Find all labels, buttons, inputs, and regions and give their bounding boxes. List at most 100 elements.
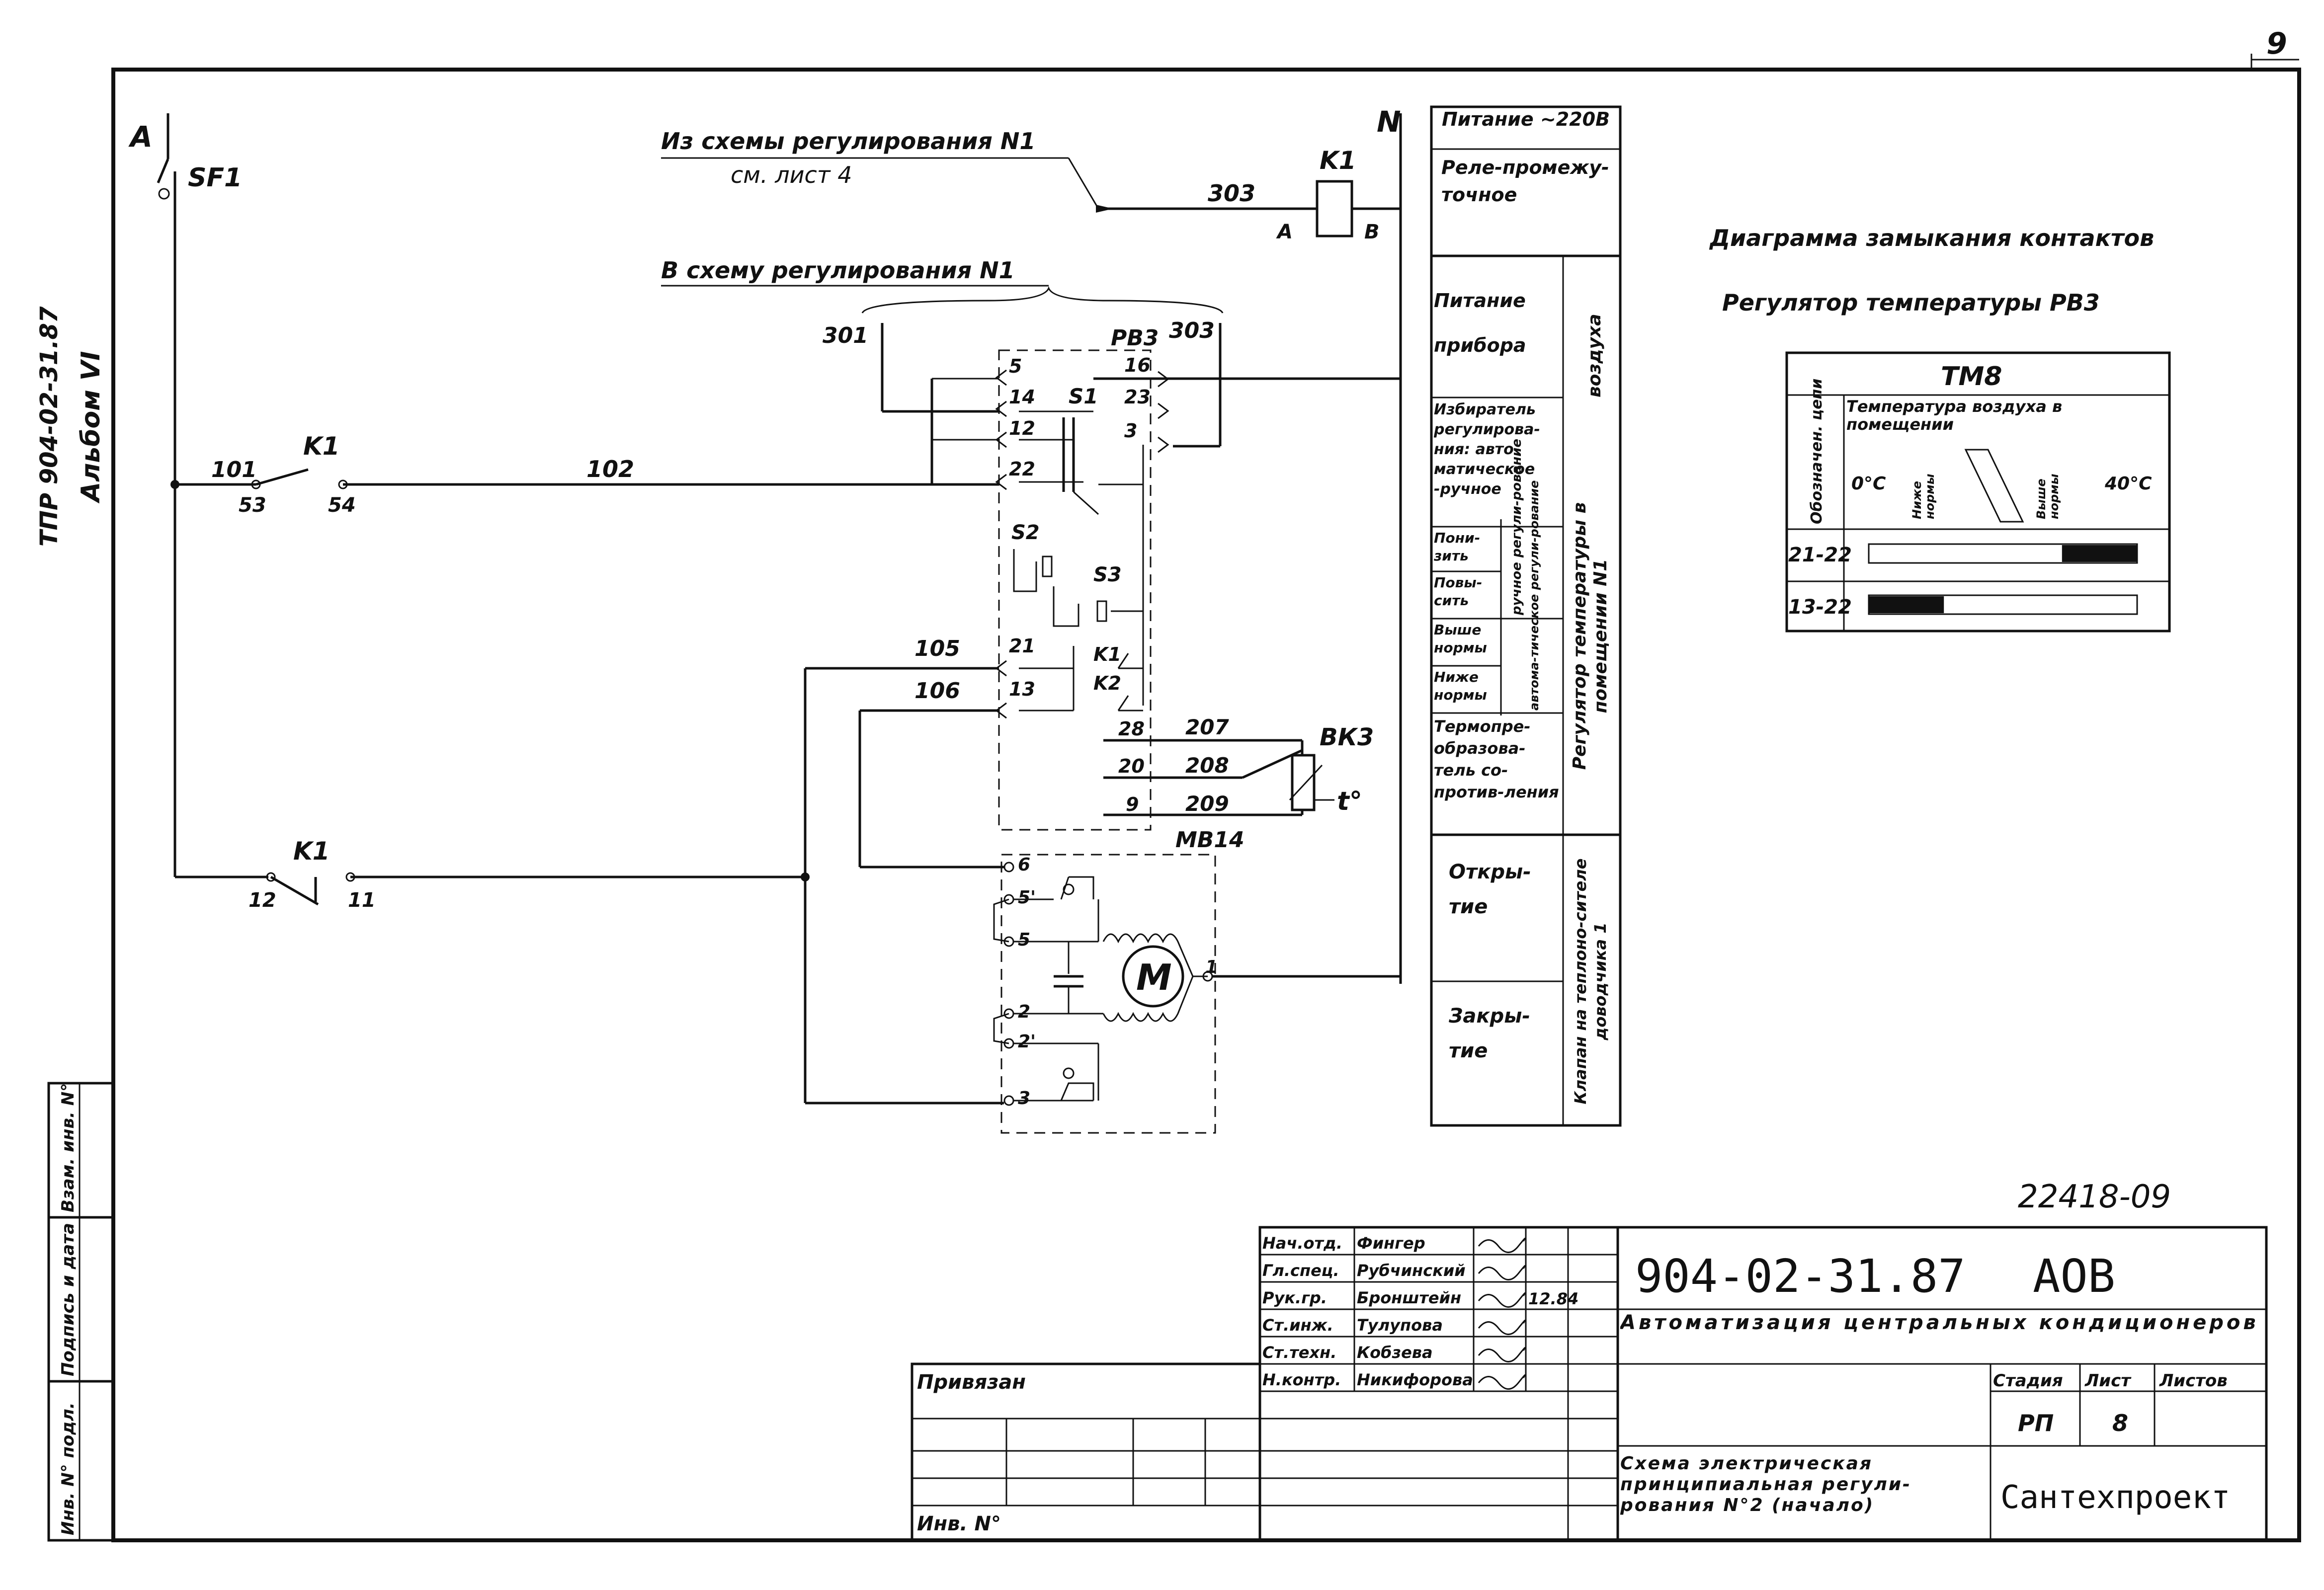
- legend-auto-label: автома-тическое регули-рование: [1527, 480, 1541, 711]
- act-terminal-5: 5: [1018, 930, 1030, 950]
- reg-terminal-14: 14: [1009, 386, 1035, 408]
- reg-terminal-23: 23: [1124, 386, 1151, 408]
- signature-scribble: [1478, 1374, 1526, 1390]
- legend-side-air: воздуха: [1584, 314, 1605, 398]
- signer-role: Ст.инж.: [1262, 1316, 1333, 1335]
- signature-scribble: [1478, 1292, 1526, 1308]
- album-label: ТПР 904-02-31.87 Альбом VI: [35, 306, 106, 547]
- reg-terminal-16: 16: [1124, 354, 1151, 376]
- note-from-scheme: Из схемы регулирования N1: [661, 128, 1035, 155]
- reg-terminal-5: 5: [1009, 355, 1022, 377]
- neutral-label: N: [1377, 105, 1401, 139]
- doc-title: Автоматизация центральных кондиционеров: [1620, 1312, 2259, 1334]
- legend-row-thermo: Термопре-образова-тель со-против-ления: [1434, 717, 1559, 801]
- album-code: ТПР 904-02-31.87: [35, 306, 63, 547]
- legend-side-regulator: Регулятор температуры в помещении N1: [1570, 502, 1611, 770]
- legend-row-power: Питание прибора: [1434, 290, 1526, 356]
- page-number: 9: [2266, 26, 2287, 61]
- sheet-value: 8: [2112, 1410, 2128, 1436]
- regulator-left-terminals: 5 14 12 22 21 13: [995, 355, 1035, 719]
- actuator-terminals: 6 5' 5 2 2' 3 1: [1003, 855, 1218, 1109]
- signature-scribble: [1478, 1237, 1526, 1253]
- signer-name: Рубчинский: [1357, 1261, 1466, 1280]
- sensor-resistor: [1291, 754, 1316, 811]
- terminal-54: 54: [328, 494, 356, 517]
- contact-diagram-subtitle: Регулятор температуры РВ3: [1722, 289, 2100, 316]
- switch-s1-label: S1: [1069, 384, 1098, 408]
- act-terminal-3: 3: [1018, 1088, 1030, 1109]
- stage-value: РП: [2018, 1410, 2054, 1436]
- schematic: А SF1 N Из схемы регулирования N1 см. ли…: [128, 105, 1402, 1134]
- signer-name: Бронштейн: [1357, 1288, 1461, 1307]
- wire-301: 301: [823, 323, 868, 348]
- signature-scribble: [1478, 1347, 1526, 1362]
- margin-stamp: Инв. N° подл. Подпись и дата Взам. инв. …: [47, 1082, 115, 1542]
- legend-row-below: Ниже нормы: [1434, 669, 1487, 703]
- contact-diagram: Диаграмма замыкания контактов Регулятор …: [1709, 225, 2171, 633]
- legend-row-open: Откры-тие: [1449, 861, 1531, 918]
- wire-303-top: 303: [1208, 180, 1255, 207]
- scale-below: Ниже нормы: [1910, 474, 1937, 519]
- archive-number: 22418-09: [2018, 1179, 2171, 1215]
- motor-symbol-circle: [1122, 945, 1184, 1008]
- note-see-sheet: см. лист 4: [731, 161, 852, 188]
- signer-role: Гл.спец.: [1262, 1261, 1339, 1280]
- contact-row-1-circuit: 21-22: [1788, 544, 1852, 566]
- act-terminal-6: 6: [1018, 855, 1030, 875]
- reg-terminal-28: 28: [1118, 718, 1145, 740]
- wire-303: 303: [1169, 318, 1215, 343]
- legend-row-above: Выше нормы: [1434, 622, 1487, 656]
- signer-name: Фингер: [1357, 1234, 1425, 1253]
- relay-terminal-b: В: [1364, 221, 1380, 243]
- legend-row-close: Закры-тие: [1449, 1005, 1530, 1062]
- wire-208: 208: [1185, 753, 1229, 778]
- motor-symbol: M: [1136, 956, 1172, 998]
- reg-terminal-9: 9: [1126, 794, 1139, 815]
- terminal-11: 11: [348, 889, 376, 912]
- legend-row-selector: Избиратель регулирова-ния: авто-матическ…: [1434, 401, 1540, 498]
- signer-name: Тулупова: [1357, 1316, 1443, 1335]
- contact-k1-top: K1: [303, 432, 340, 461]
- scale-ramp: [1964, 449, 2024, 523]
- relay-label: K1: [1320, 146, 1356, 175]
- legend-side-valve: Клапан на теплоно-сителе доводчика 1: [1571, 858, 1610, 1105]
- relay-terminal-a: А: [1276, 221, 1293, 243]
- wire-207: 207: [1185, 715, 1229, 739]
- wire-102: 102: [586, 456, 634, 482]
- act-terminal-2p: 2': [1018, 1032, 1036, 1052]
- note-to-scheme: В схему регулирования N1: [661, 257, 1015, 284]
- terminal-12: 12: [249, 889, 276, 912]
- contact-row-2-closed: [1869, 596, 1944, 613]
- legend-row-increase: Повы-сить: [1434, 574, 1483, 609]
- sheets-label: Листов: [2159, 1371, 2228, 1391]
- breaker-label: SF1: [188, 163, 242, 193]
- regulator-label: РВ3: [1111, 325, 1159, 351]
- act-terminal-5p: 5': [1018, 887, 1036, 908]
- col-header-circuit: Обозначен. цепи: [1808, 379, 1826, 524]
- legend-header: Питание ~220В: [1441, 109, 1610, 130]
- legend-row-decrease: Пони-зить: [1434, 530, 1481, 564]
- sensor-symbol: t°: [1337, 787, 1362, 816]
- contact-table-title: ТМ8: [1941, 362, 2002, 392]
- signer-name: Кобзева: [1357, 1343, 1433, 1362]
- contact-k1-bottom: K1: [293, 837, 330, 866]
- switch-s2-label: S2: [1011, 521, 1040, 544]
- legend-manual-label: ручное регули-рование: [1509, 439, 1524, 616]
- reg-terminal-13: 13: [1009, 678, 1035, 700]
- wire-106: 106: [914, 678, 960, 704]
- sheet-label: Лист: [2084, 1371, 2132, 1391]
- contact-row-2-circuit: 13-22: [1788, 596, 1852, 619]
- internal-k1-label: K1: [1093, 643, 1121, 665]
- scale-min: 0°С: [1851, 474, 1886, 494]
- organization: Сантехпроект: [2000, 1479, 2230, 1516]
- sensor-wiring: 28 207 20 208 9 209 ВК3 t°: [1103, 715, 1374, 816]
- signer-role: Нач.отд.: [1262, 1234, 1342, 1253]
- legend-table: Питание ~220В Реле-промежу-точное Питани…: [1430, 105, 1622, 1127]
- signer-role: Н.контр.: [1262, 1370, 1341, 1389]
- sign-date: 12.84: [1528, 1289, 1578, 1308]
- signer-role: Ст.техн.: [1262, 1343, 1336, 1362]
- inv-label: Инв. N°: [917, 1512, 1001, 1535]
- signer-name: Никифорова: [1357, 1370, 1473, 1389]
- act-terminal-1: 1: [1205, 957, 1218, 977]
- wire-105: 105: [914, 636, 960, 661]
